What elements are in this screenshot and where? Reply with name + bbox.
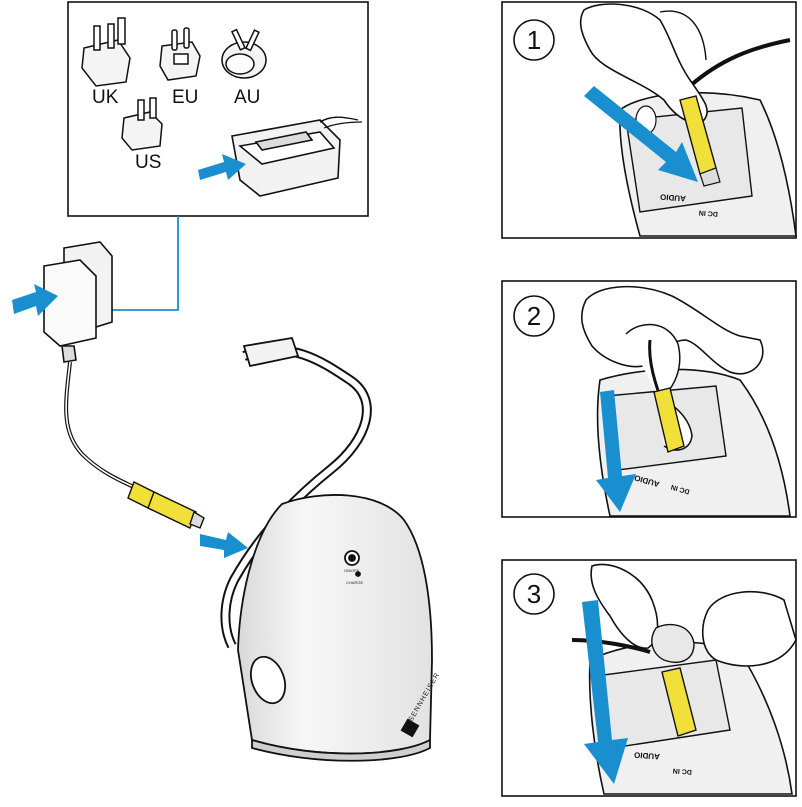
led-label: ON/OFF xyxy=(344,568,360,573)
dc-plug-icon xyxy=(127,481,205,529)
step-3-number: 3 xyxy=(526,579,542,609)
step-2-panel xyxy=(501,280,797,518)
uk-label: UK xyxy=(92,87,119,108)
adapter-panel xyxy=(67,1,369,217)
eu-plug-icon xyxy=(159,27,201,81)
step-1-number: 1 xyxy=(526,25,542,55)
panel-connector-line xyxy=(82,216,179,311)
step-1-audio-label: AUDIO xyxy=(660,192,686,203)
step-2-dc-label: DC IN xyxy=(670,483,690,495)
wall-adapter-icon xyxy=(43,241,113,363)
step-1-arrow-icon xyxy=(584,86,698,182)
eu-label: EU xyxy=(172,87,199,108)
step-3-panel xyxy=(501,559,797,797)
adapter-body-icon xyxy=(231,116,363,197)
us-label: US xyxy=(135,152,162,173)
charge-label: CHARGE xyxy=(346,580,363,585)
step-3-arrow-icon xyxy=(582,600,628,784)
au-plug-icon xyxy=(221,28,267,79)
uk-plug-icon xyxy=(81,17,131,87)
us-plug-icon xyxy=(121,97,163,151)
plug-in-arrow-icon xyxy=(200,532,248,558)
step-2-number: 2 xyxy=(526,301,542,331)
base-station xyxy=(220,336,433,762)
au-label: AU xyxy=(234,87,261,108)
step-3-dc-label: DC IN xyxy=(673,767,693,775)
insert-arrow-icon xyxy=(198,154,246,180)
power-arrow-icon xyxy=(12,284,58,316)
step-1-panel xyxy=(501,1,797,239)
step-2-arrow-icon xyxy=(596,390,636,512)
step-3-audio-label: AUDIO xyxy=(634,750,660,761)
step-1-dc-label: DC IN xyxy=(699,209,719,217)
